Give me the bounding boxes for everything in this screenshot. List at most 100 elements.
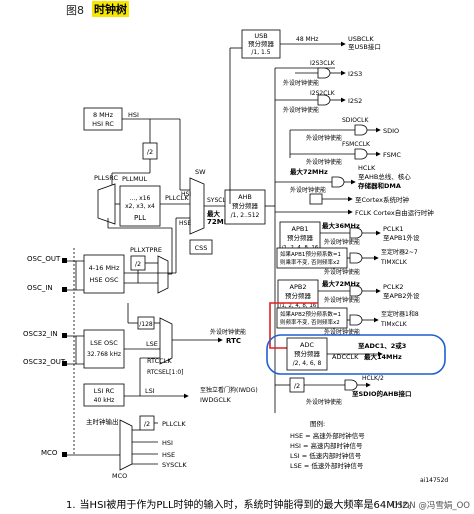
div2-pll-label: /2 [147, 148, 153, 156]
lsi-rc-box [83, 383, 125, 407]
i2s2clk-label: I2S2CLK [310, 90, 336, 97]
apb1-label: APB1 [292, 225, 309, 233]
apb2-label: APB2 [290, 283, 307, 291]
legend-lsi: LSI = 低速内部时钟信号 [290, 451, 362, 460]
pllxtpre-label: PLLXTPRE [130, 246, 162, 254]
hse-osc-box [83, 254, 125, 294]
apb2-prescaler-label: 预分频器 [285, 291, 312, 300]
sw-label: SW [195, 168, 206, 176]
pllclk-label: PLLCLK [165, 194, 189, 202]
lsi-label: LSI [145, 387, 155, 395]
apb2-note-1: 如果APB2预分频系数=1 [280, 310, 341, 318]
hclk-dest-1: 至AHB总线、核心 [358, 172, 411, 181]
pclk2-label: PCLK2 [383, 283, 403, 291]
fclk-dest: FCLK Cortex自由运行时钟 [355, 208, 434, 217]
iwdgclk-label: IWDGCLK [200, 396, 232, 404]
timxclk-gate [349, 252, 363, 264]
sysclk-max-value: 72MHz [207, 218, 234, 226]
footnote-text: 当HSI被用于作为PLL时钟的输入时，系统时钟能得到的最大频率是64MHz。 [79, 500, 418, 511]
div8-box [309, 193, 323, 205]
rtc-enable: 外设时钟使能 [210, 328, 246, 336]
css-box [189, 239, 213, 255]
adc-max: 最大14MHz [364, 352, 402, 361]
ahb-prescaler-label: 预分频器 [232, 201, 259, 210]
i2s3-dest: I2S3 [348, 70, 362, 78]
legend-hse: HSE = 高速外部时钟信号 [290, 431, 365, 440]
i2s2-dest: I2S2 [348, 97, 362, 105]
adc-prescaler-box [286, 337, 328, 371]
sw-mux [189, 177, 205, 235]
osc32-out-label: OSC32_OUT [23, 358, 66, 366]
mco-hse: HSE [162, 451, 175, 459]
figure-number: 图8 [66, 4, 84, 17]
mco-pllclk: PLLCLK [162, 420, 186, 428]
i2s2-gate [317, 94, 331, 106]
osc-out-label: OSC_OUT [27, 255, 61, 263]
watermark: CSDN @冯雪娟_OO [391, 501, 470, 511]
mco-mux [119, 419, 133, 471]
lse-osc-label: LSE OSC [90, 339, 118, 347]
div2-hse-label: /2 [135, 260, 141, 268]
lse-osc-freq: 32.768 kHz [87, 351, 121, 358]
hsi-rc-label: HSI RC [92, 120, 114, 128]
doc-id: ai14752d [420, 477, 448, 484]
rtcsel-label: RTCSEL[1:0] [147, 369, 184, 376]
legend-title: 图例: [310, 419, 325, 428]
mco-title: 主时钟输出 [86, 417, 119, 426]
apb2-mul-note [276, 307, 348, 329]
hse-osc-freq: 4-16 MHz [89, 264, 120, 272]
timxclk-label: TIMXCLK [380, 259, 408, 266]
hclk-gate [331, 176, 345, 188]
i2s3-enable: 外设时钟使能 [283, 79, 319, 87]
mco-pin-label: MCO [41, 449, 58, 457]
hclk-max: 最大72MHz [290, 167, 328, 176]
sdioclk-label: SDIOCLK [342, 117, 369, 124]
fsmcclk-label: FSMCCLK [342, 141, 371, 148]
hclk2-label: HCLK/2 [362, 375, 384, 382]
pllmul-box [119, 185, 161, 227]
pllmul-label: PLLMUL [122, 175, 148, 183]
pclk1-dest: 至APB1外设 [383, 233, 420, 242]
pllsrc-mux [97, 183, 116, 225]
osc32-in-label: OSC32_IN [23, 330, 58, 338]
pclk1-max: 最大36MHz [322, 221, 360, 230]
lsi-rc-freq: 40 kHz [94, 397, 115, 404]
sysclk-label: SYSCLK [207, 197, 231, 204]
usbclk-label: USBCLK [348, 35, 374, 43]
pclk1-label: PCLK1 [383, 225, 403, 233]
adc-highlight-circle [266, 334, 446, 375]
pclk2-gate [349, 285, 363, 297]
hse-osc-label: HSE OSC [90, 276, 119, 284]
lsi-rc-label: LSI RC [94, 387, 115, 395]
usb-range: /1, 1.5 [251, 49, 270, 56]
apb1-prescaler-label: 预分频器 [287, 233, 314, 242]
div128-label: /128 [139, 321, 153, 328]
fsmc-dest: FSMC [383, 151, 401, 159]
red-bus-highlight [269, 302, 318, 349]
fsmc-gate [354, 148, 368, 160]
adc-range: /2, 4, 6, 8 [293, 360, 322, 367]
i2s2-enable: 外设时钟使能 [283, 106, 319, 114]
css-label: CSS [195, 244, 208, 252]
sdio-enable: 外设时钟使能 [306, 134, 342, 142]
sdio-ahb-gate [344, 379, 358, 391]
div2-mco-label: /2 [144, 420, 150, 428]
usb-prescaler-label: 预分频器 [248, 39, 275, 48]
figure-title: 时钟树 [92, 1, 129, 17]
legend-lse: LSE = 低速外部时钟信号 [290, 461, 364, 470]
tim1clk-label: TIMxCLK [380, 321, 408, 328]
adc-label: ADC [300, 341, 314, 349]
adc-dest: 至ADC1、2或3 [358, 341, 406, 350]
sdio-ahb-dest: 至SDIO的AHB接口 [352, 389, 411, 398]
hclk-dest-2: 存储器和DMA [358, 181, 401, 190]
div2-sdio-label: /2 [294, 382, 300, 390]
tim1clk-gate [349, 314, 363, 326]
ahb-prescaler-box [224, 189, 266, 225]
pllmul-range: ..., x16 [130, 195, 151, 202]
adcclk-label: ADCCLK [332, 353, 359, 361]
sdio-dest: SDIO [383, 127, 399, 135]
sw-hse-label: HSE [179, 220, 191, 227]
lse-label: LSE [146, 340, 158, 348]
sysclk-max-label: 最大 [207, 209, 221, 218]
i2s3clk-label: I2S3CLK [310, 60, 336, 67]
